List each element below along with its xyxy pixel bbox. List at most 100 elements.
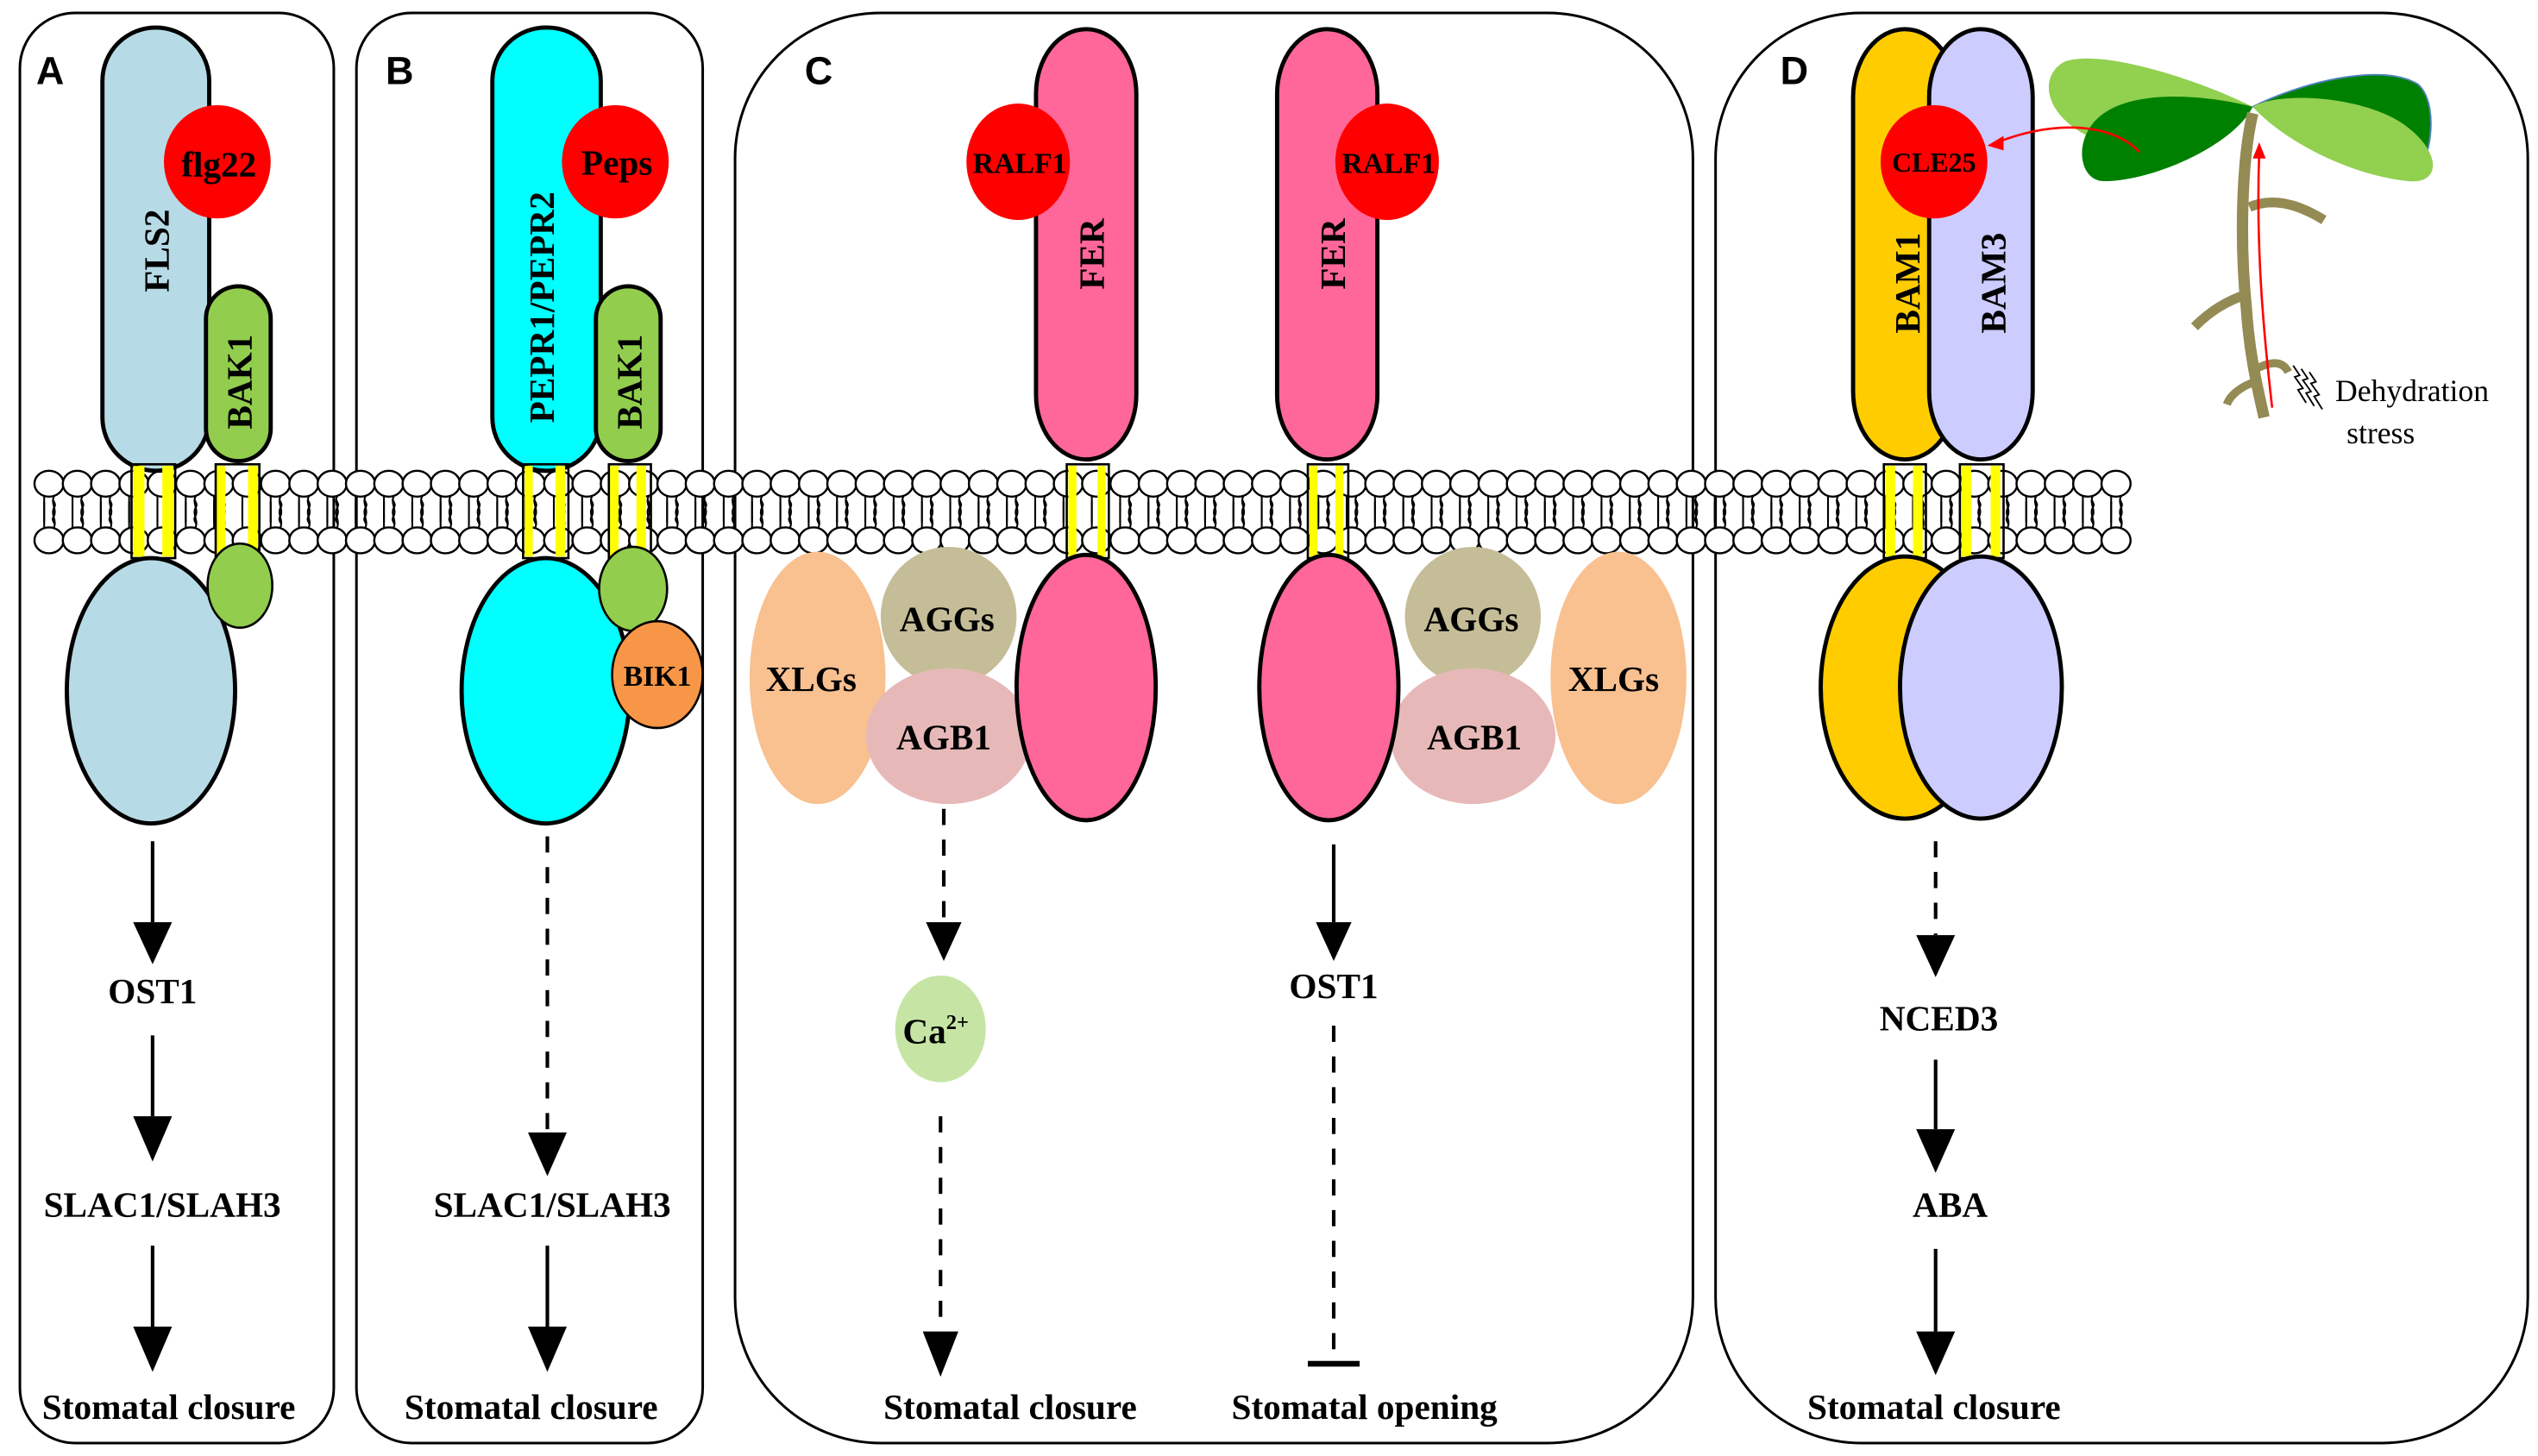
- lipid: [1930, 469, 1963, 555]
- bik1-kinase: [611, 619, 704, 730]
- lipid: [2044, 469, 2076, 555]
- lipid: [2071, 469, 2104, 555]
- arrowhead-b1: [527, 1132, 568, 1177]
- xlgs-left: [749, 551, 886, 805]
- pepr-label: PEPR1/PEPR2: [522, 191, 562, 423]
- stomatal-closure-a: Stomatal closure: [42, 1387, 296, 1427]
- bam3-kinase-domain: [1898, 554, 2064, 821]
- bak1-ectodomain-b: [594, 284, 663, 463]
- lipid: [288, 469, 320, 555]
- panel-c: RALF1 FER XLGs AGGs AGB1 Ca2+ Stomatal c…: [749, 27, 1687, 1427]
- seedling-illustration: [1987, 58, 2434, 419]
- lipid: [1137, 469, 1169, 555]
- bik1-label: BIK1: [624, 661, 692, 693]
- stomatal-closure-d: Stomatal closure: [1807, 1387, 2061, 1427]
- lipid: [1448, 469, 1481, 555]
- lipid: [797, 469, 830, 555]
- lipid: [2015, 469, 2047, 555]
- signal-arrowhead-left: [1987, 135, 2004, 151]
- aggs-label-left: AGGs: [900, 599, 995, 638]
- ralf1-label-left: RALF1: [973, 148, 1067, 180]
- lipid: [344, 469, 376, 555]
- cle25-ligand: [1880, 104, 1988, 219]
- lipid: [770, 469, 801, 555]
- panel-a-letter: A: [36, 49, 65, 93]
- bam1-label: BAM1: [1888, 233, 1927, 334]
- ralf1-label-right: RALF1: [1341, 148, 1435, 180]
- aggs-label-right: AGGs: [1423, 599, 1518, 638]
- lipid: [1364, 469, 1396, 555]
- lipid: [174, 469, 207, 555]
- signal-arrow-root-to-shoot: [2257, 152, 2274, 408]
- fls2-transmembrane: [130, 462, 177, 560]
- lipid: [1788, 469, 1820, 555]
- lipid: [1505, 469, 1537, 555]
- agb1-label-left: AGB1: [896, 717, 991, 756]
- lipid: [571, 469, 603, 555]
- agb1-left: [865, 668, 1032, 805]
- lipid: [316, 469, 349, 555]
- panel-c-frame: [733, 11, 1694, 1445]
- lipid: [1590, 469, 1623, 555]
- arrowhead-c1: [926, 922, 962, 962]
- xlgs-label-left: XLGs: [765, 659, 856, 699]
- leaf-dark-left: [2082, 97, 2253, 182]
- nced3-label: NCED3: [1880, 999, 1999, 1039]
- aba-label: ABA: [1913, 1184, 1988, 1224]
- calcium-label: Ca2+: [902, 1011, 969, 1051]
- lipid: [458, 469, 490, 555]
- bak1-ectodomain-a: [204, 284, 273, 463]
- root-branch-1: [2247, 198, 2327, 224]
- lipid: [1760, 469, 1793, 555]
- fer-label-right: FER: [1313, 217, 1353, 290]
- flg22-ligand: [163, 104, 271, 219]
- aggs-left: [880, 546, 1017, 687]
- root-branch-3: [2253, 359, 2292, 374]
- panel-d-frame: [1714, 11, 2529, 1445]
- lipid: [1421, 469, 1453, 555]
- calcium-charge: 2+: [946, 1011, 969, 1034]
- arrowhead-d2: [1916, 1129, 1956, 1173]
- lipid: [486, 469, 518, 555]
- lipid: [33, 469, 65, 555]
- lipid: [430, 469, 462, 555]
- lipid: [1477, 469, 1509, 555]
- panel-d-letter: D: [1781, 49, 1809, 93]
- fls2-label: FLS2: [137, 210, 177, 292]
- peps-label: Peps: [581, 143, 653, 183]
- bak1-kinase-domain-a: [206, 542, 273, 630]
- panel-c-letter: C: [805, 49, 833, 93]
- arrowhead-c3: [1316, 922, 1352, 962]
- lipid: [1278, 469, 1311, 555]
- stress-label: stress: [2346, 416, 2415, 450]
- ralf1-ligand-right: [1335, 104, 1439, 221]
- panel-b: Peps PEPR1/PEPR2 BAK1 BIK1 SLAC1/SLAH3 S…: [405, 25, 704, 1427]
- aggs-right: [1404, 546, 1542, 687]
- lipid: [883, 469, 914, 555]
- lipid: [1165, 469, 1197, 555]
- lipid: [1335, 469, 1367, 555]
- plasma-membrane: [33, 469, 2132, 555]
- lipid: [61, 469, 93, 555]
- lipid: [2100, 469, 2132, 555]
- bak1-kinase-domain-b: [598, 545, 669, 632]
- lipid: [1562, 469, 1594, 555]
- lipid: [1222, 469, 1254, 555]
- bak1-label-a: BAK1: [219, 335, 259, 430]
- ralf1-ligand-left: [966, 104, 1071, 221]
- lipid: [684, 469, 716, 555]
- dehydration-label: Dehydration: [2335, 373, 2489, 408]
- lipid: [1251, 469, 1283, 555]
- lipid: [1109, 469, 1141, 555]
- ost1-label-c: OST1: [1289, 966, 1378, 1006]
- bam3-label: BAM3: [1973, 233, 2013, 334]
- panel-b-frame: [355, 11, 705, 1445]
- xlgs-right: [1550, 551, 1687, 805]
- fls2-kinase-domain: [65, 555, 237, 826]
- slac1-label-a: SLAC1/SLAH3: [44, 1184, 281, 1224]
- agb1-right: [1390, 668, 1555, 805]
- lipid: [90, 469, 122, 555]
- calcium-ion: [895, 975, 986, 1083]
- lipid: [1675, 469, 1707, 555]
